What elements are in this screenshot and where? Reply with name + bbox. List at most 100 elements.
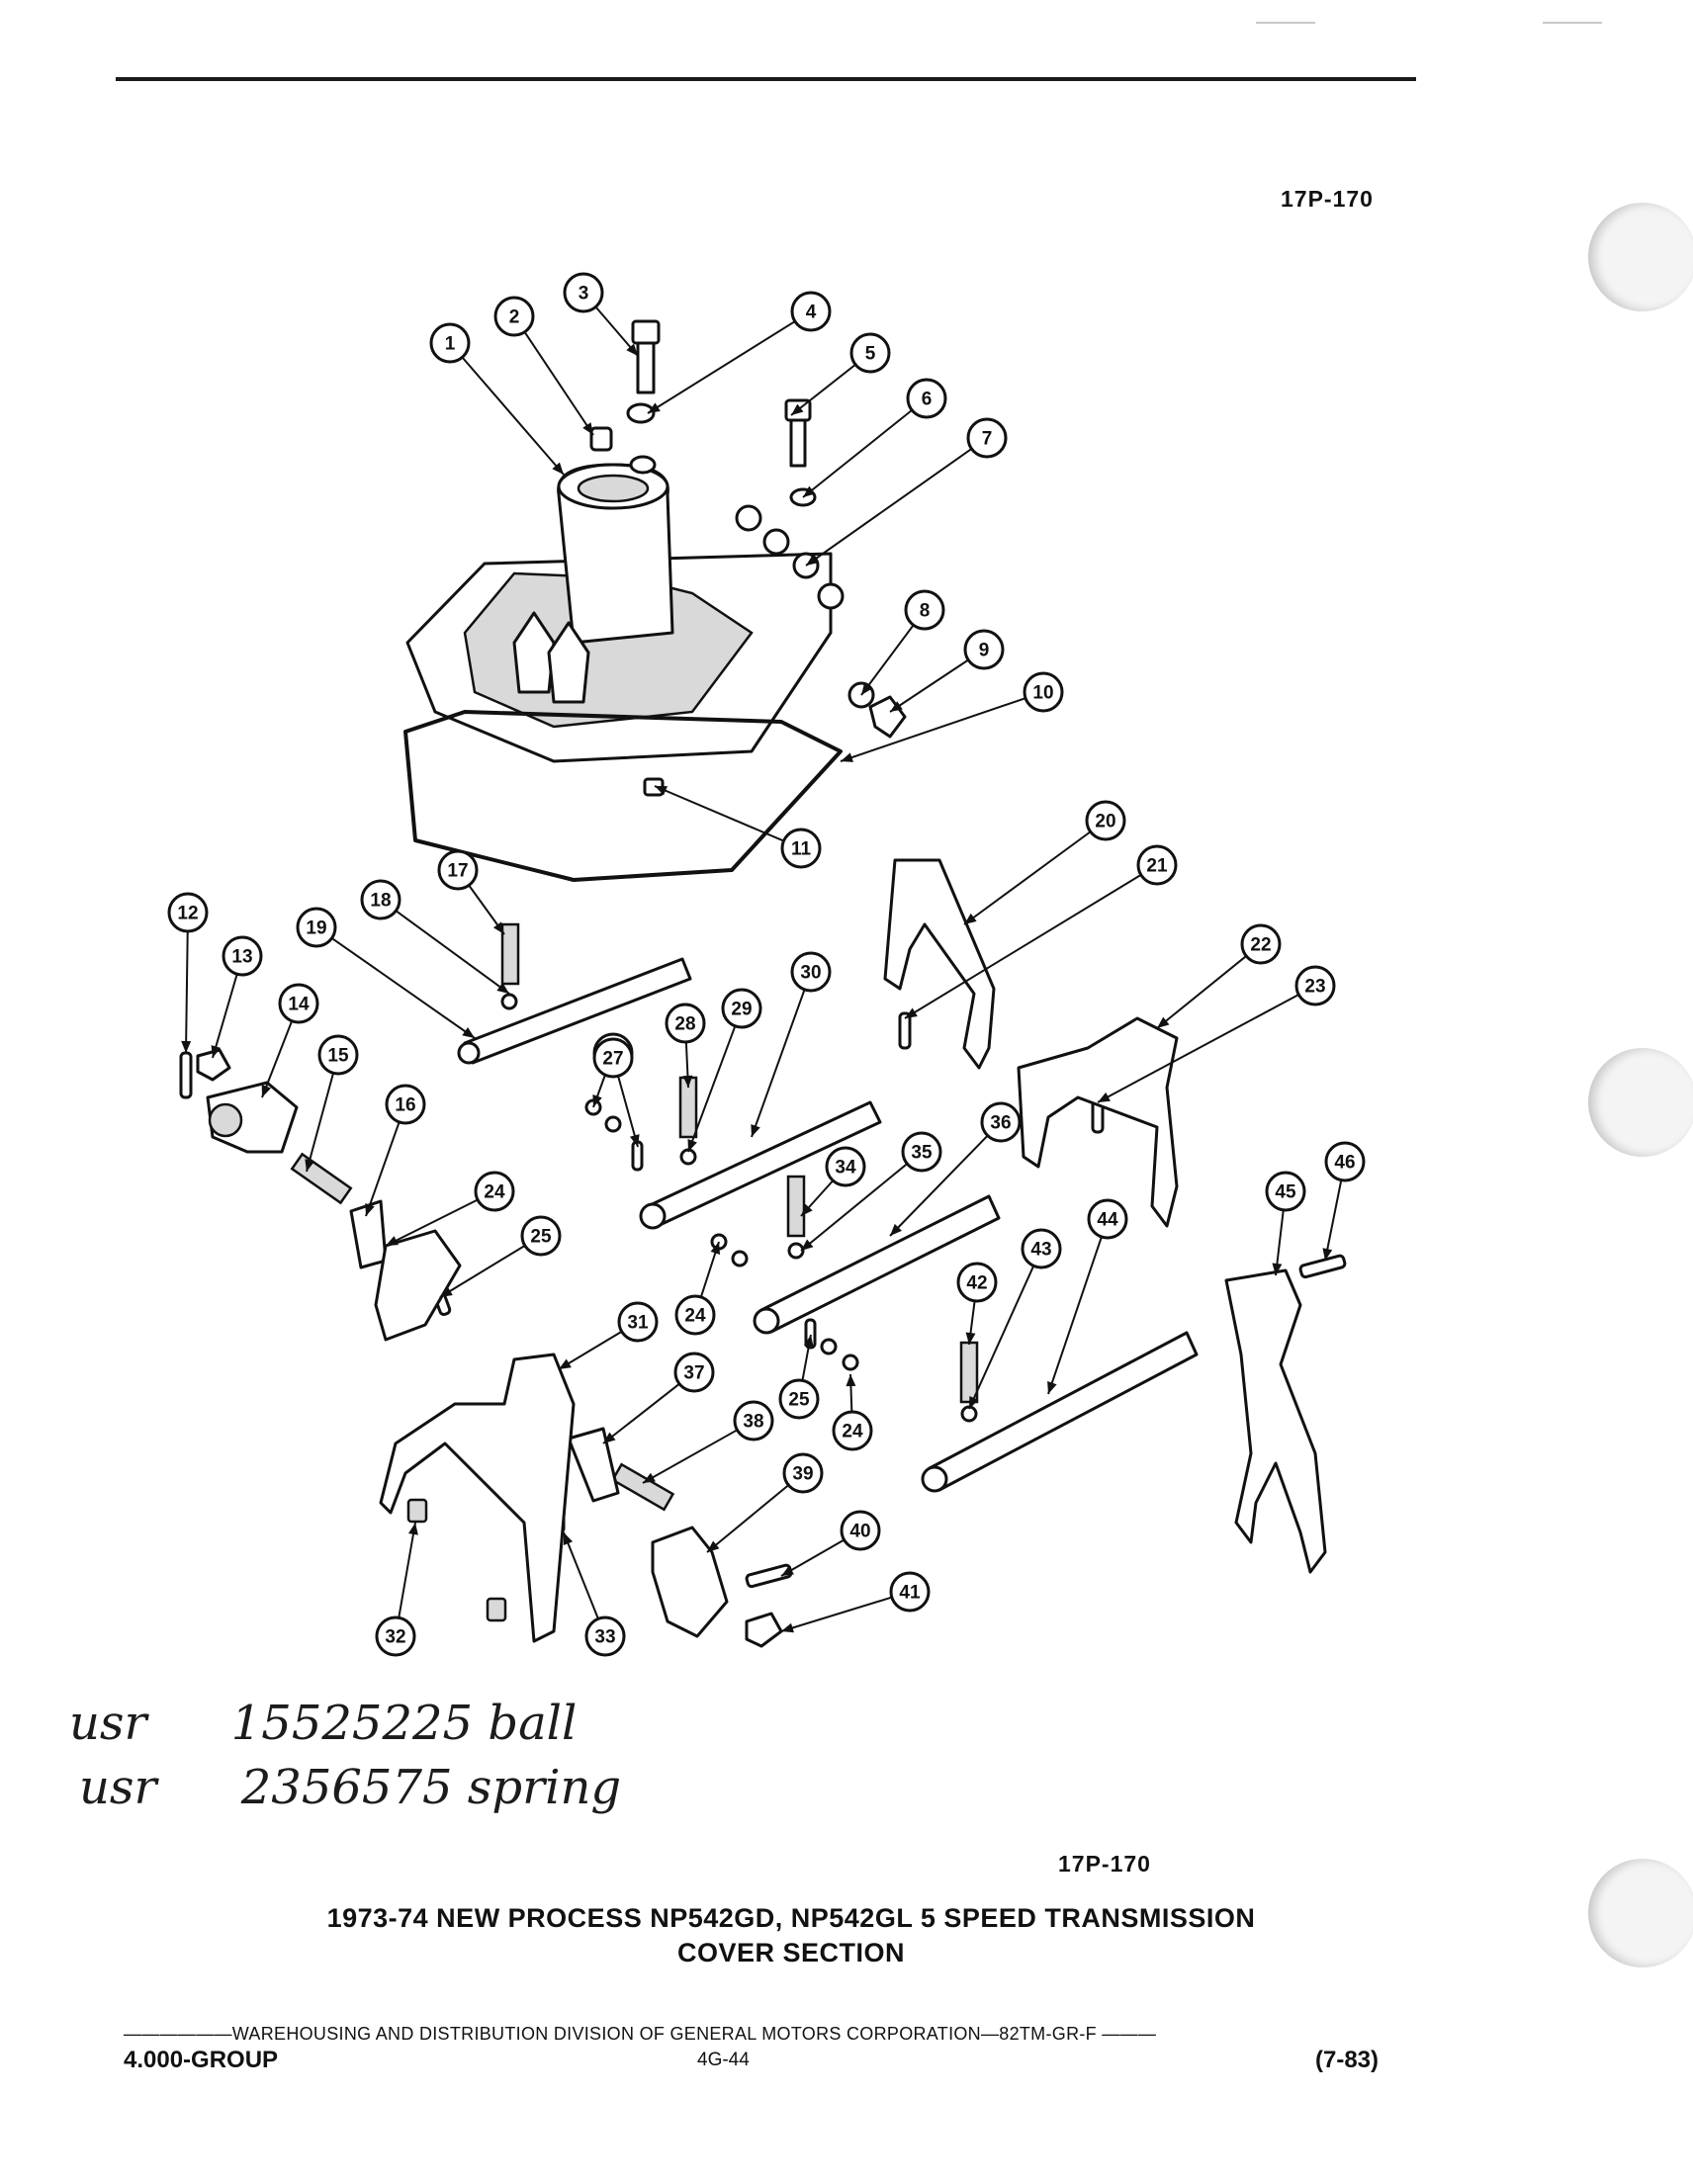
callout-leader-line [398,1522,416,1618]
callout-number: 1 [445,334,456,355]
callout-46: 46 [1324,1141,1366,1182]
callout-circle [780,828,822,869]
callout-circle [592,1037,634,1079]
callout-circle [980,1101,1022,1143]
callout-arrowhead [781,1565,794,1576]
shift-rail-19 [457,957,692,1065]
callout-leader-line [963,830,1092,925]
callout-circle [1294,965,1336,1006]
callout-leader-line [780,1538,846,1577]
callout-number: 24 [842,1422,863,1442]
callout-number: 3 [579,284,589,305]
callout-circle [493,296,535,337]
callout-arrowhead [682,1075,693,1088]
callout-number: 31 [627,1313,649,1334]
callout-44: 44 [1087,1198,1128,1240]
callout-number: 46 [1334,1153,1355,1174]
callout-leader-line [706,1484,789,1553]
binder-hole-middle [1588,1048,1693,1157]
callout-number: 35 [911,1143,933,1164]
callout-circle [520,1215,562,1257]
callout-34: 34 [825,1146,866,1187]
handwritten-part-number-spring: 2356575 spring [240,1760,622,1815]
callout-circle [889,1571,931,1613]
callout-leader-line [385,1198,479,1247]
caption-title: 1973-74 NEW PROCESS NP542GD, NP542GL 5 S… [326,1903,1256,1933]
callout-circle [617,1301,659,1343]
callout-number: 18 [370,891,391,912]
callout-circle [778,1378,820,1420]
callout-number: 19 [306,918,326,939]
callout-number: 6 [922,390,933,410]
callout-number: 11 [791,839,812,860]
callout-leader-line [840,697,1026,762]
callout-21: 21 [1136,844,1178,886]
callout-number: 29 [731,1000,752,1020]
callout-number: 34 [835,1158,856,1179]
callout-37: 37 [673,1352,715,1393]
callout-arrowhead [1047,1381,1057,1394]
callout-arrowhead [626,343,638,356]
callout-arrowhead [965,1332,976,1345]
callout-leader-line [306,1073,334,1173]
spring-15 [290,1152,353,1205]
ball-43 [960,1405,978,1423]
callout-39: 39 [782,1452,824,1494]
callout-arrowhead [890,1223,902,1236]
ball-24 [604,1115,622,1133]
callout-circle [296,907,337,948]
callout-arrowhead [905,1007,918,1018]
handwritten-prefix: usr [69,1696,147,1751]
scan-artifact-line [1543,22,1602,24]
callout-circle [963,629,1005,670]
callout-number: 30 [800,963,821,984]
callout-5: 5 [849,332,891,374]
callout-number: 45 [1275,1182,1296,1203]
callout-number: 9 [979,641,990,661]
callout-circle [1136,844,1178,886]
callout-leader-line [1047,1236,1103,1395]
callout-leader-line [751,989,806,1138]
callout-arrowhead [211,1045,222,1058]
callout-11: 11 [780,828,822,869]
callout-number: 25 [530,1227,552,1248]
callout-leader-line [185,930,189,1054]
callout-arrowhead [1157,1016,1170,1028]
callout-leader-line [780,1596,893,1632]
callout-leader-line [461,356,565,476]
callout-arrowhead [1272,1263,1283,1275]
footer-group: 4.000-GROUP [124,2047,279,2073]
callout-leader-line [687,1025,737,1153]
callout-arrowhead [803,1335,814,1348]
callout-leader-line [1097,994,1299,1103]
callout-arrowhead [408,1523,418,1535]
top-rule [116,77,1416,81]
callout-number: 33 [594,1627,615,1648]
callout-number: 43 [1030,1240,1051,1261]
callout-circle [904,589,945,631]
callout-circle [1324,1141,1366,1182]
shift-fork-29 [1017,1016,1179,1228]
callout-leader-line [602,1382,680,1444]
callout-arrowhead [648,402,661,413]
callout-leader-line [523,331,594,436]
callout-number: 21 [1146,856,1168,877]
washer-4 [626,402,656,424]
plug [762,528,790,556]
callout-43: 43 [1021,1228,1062,1269]
handwritten-prefix: usr [79,1760,157,1815]
callout-circle [1265,1171,1306,1212]
callout-circle [584,1616,626,1657]
callout-20: 20 [1085,800,1126,841]
callout-arrowhead [846,1374,856,1387]
handwritten-part-number-ball: 15525225 ball [230,1696,578,1751]
callout-circle [665,1003,706,1044]
callout-leader-line [261,1020,294,1098]
callout-number: 10 [1032,683,1053,704]
callout-number: 23 [1304,977,1325,998]
callout-arrowhead [603,1432,616,1443]
callout-circle [278,983,319,1024]
callout-16: 16 [385,1084,426,1125]
callout-circle [790,291,832,332]
callout-40: 40 [840,1510,881,1551]
